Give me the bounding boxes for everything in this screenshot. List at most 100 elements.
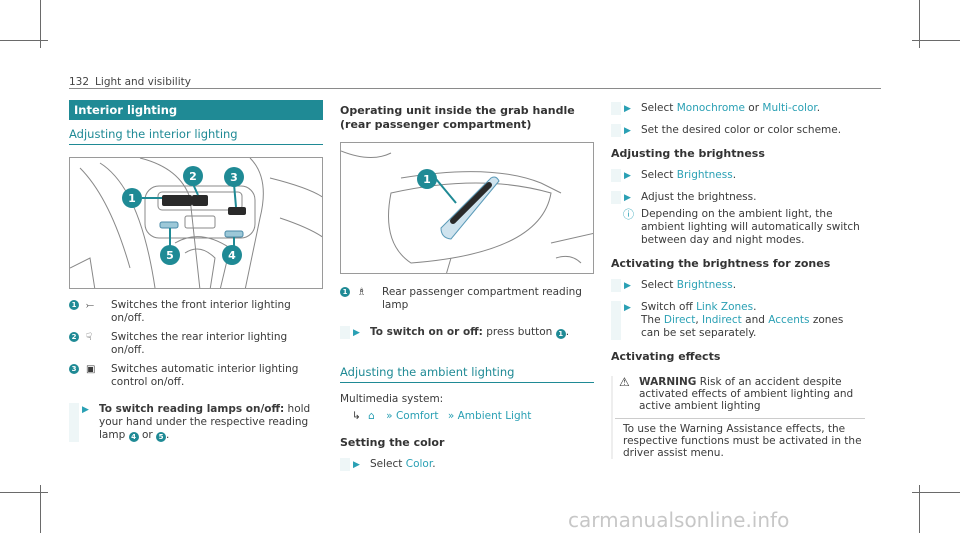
multimedia-label: Multimedia system: — [340, 393, 444, 405]
menu-link-zones[interactable]: Link Zones — [696, 301, 754, 313]
section-heading: Activating effects — [611, 350, 721, 363]
menu-ambient-light[interactable]: Ambient Light — [457, 410, 532, 422]
crop-mark — [912, 40, 960, 41]
svg-text:4: 4 — [228, 249, 236, 262]
page-header: 132 Light and visibility — [69, 76, 191, 88]
menu-multi-color[interactable]: Multi-color — [762, 102, 817, 114]
section-title: Light and visibility — [95, 76, 191, 88]
section-heading: Setting the color — [340, 436, 445, 449]
step-arrow-icon: ▶ — [82, 405, 89, 415]
subsection-title: Adjusting the ambient lighting — [340, 365, 594, 383]
warning-body: To use the Warning Assistance effects, t… — [615, 418, 865, 459]
svg-text:3: 3 — [230, 171, 238, 184]
ref-number: 4 — [128, 432, 139, 442]
home-icon[interactable]: ⌂ — [368, 410, 375, 422]
zone-indirect[interactable]: Indirect — [702, 314, 742, 326]
legend-text: Switches the front interior lighting on/… — [111, 299, 291, 324]
menu-color[interactable]: Color — [405, 458, 433, 470]
legend-list: 1 ⤚ Switches the front interior lighting… — [69, 299, 323, 389]
step-arrow-icon: ▶ — [624, 281, 631, 291]
instruction-step: ▶ To switch reading lamps on/off: hold y… — [69, 403, 323, 442]
instruction-step: ▶ To switch on or off: press button 1. — [340, 326, 594, 339]
menu-comfort[interactable]: Comfort — [395, 410, 439, 422]
menu-path: ↳ ⌂ » Comfort » Ambient Light — [340, 410, 594, 422]
step-arrow-icon: ▶ — [624, 193, 631, 203]
subsection-title: Adjusting the interior lighting — [69, 127, 323, 145]
section-heading: Operating unit inside the grab handle (r… — [340, 104, 575, 131]
callout-4: 4 — [222, 245, 242, 265]
instruction-step: ▶ Set the desired color or color scheme. — [611, 124, 865, 137]
grab-handle-drawing: 1 — [341, 150, 593, 273]
zone-accents[interactable]: Accents — [768, 314, 810, 326]
instruction-step: ▶ Select Monochrome or Multi-color. — [611, 102, 865, 115]
instruction-step: ▶ Select Color. — [340, 458, 594, 471]
step-arrow-icon: ▶ — [624, 171, 631, 181]
crop-mark — [40, 485, 41, 533]
crop-mark — [40, 0, 41, 48]
column-1: Interior lighting Adjusting the interior… — [69, 100, 323, 442]
ref-number: 5 — [156, 432, 167, 442]
step-arrow-icon: ▶ — [353, 328, 360, 338]
legend-item: 1 ♗ Rear passenger compartment reading l… — [340, 286, 594, 312]
legend-text: Switches automatic interior lighting con… — [111, 363, 299, 388]
svg-text:5: 5 — [166, 249, 174, 262]
step-bold: To switch reading lamps on/off: — [99, 403, 285, 415]
svg-text:1: 1 — [128, 192, 136, 205]
legend-number: 1 — [69, 300, 79, 310]
page-number: 132 — [69, 76, 90, 88]
section-banner: Interior lighting — [69, 100, 323, 120]
path-separator-icon: » — [386, 410, 393, 422]
warning-label: WARNING — [639, 376, 697, 388]
warning-box: ⚠ WARNING Risk of an accident despite ac… — [611, 376, 865, 459]
front-light-icon: ⤚ — [86, 300, 94, 311]
instruction-step: ▶ Select Brightness. — [611, 169, 865, 182]
svg-text:2: 2 — [189, 170, 197, 183]
legend-number: 3 — [69, 364, 79, 374]
crop-mark — [919, 0, 920, 48]
section-heading: Adjusting the brightness — [611, 147, 765, 160]
svg-text:1: 1 — [423, 173, 431, 186]
legend-text: Switches the rear interior lighting on/o… — [111, 331, 288, 356]
callout-1: 1 — [122, 188, 142, 208]
legend-number: 2 — [69, 332, 79, 342]
legend-number: 1 — [340, 287, 350, 297]
callout-2: 2 — [183, 166, 203, 186]
warning-icon: ⚠ — [619, 375, 630, 389]
legend-item: 2 ☟ Switches the rear interior lighting … — [69, 331, 323, 357]
menu-brightness[interactable]: Brightness — [676, 169, 733, 181]
instruction-step: ▶ Adjust the brightness. — [611, 191, 865, 204]
step-arrow-icon: ▶ — [624, 104, 631, 114]
instruction-step: ▶ Select Brightness. — [611, 279, 865, 292]
section-heading: Activating the brightness for zones — [611, 257, 831, 270]
step-arrow-icon: ▶ — [624, 303, 631, 313]
reading-lamp-icon: ♗ — [357, 287, 366, 298]
overhead-control-drawing: 1 2 3 4 5 — [70, 158, 322, 288]
info-icon: ⓘ — [623, 208, 634, 221]
grab-handle-illustration: 1 — [340, 142, 594, 274]
legend-item: 1 ⤚ Switches the front interior lighting… — [69, 299, 323, 325]
watermark: carmanualsonline.info — [568, 508, 790, 532]
instruction-step: ▶ Switch off Link Zones. The Direct, Ind… — [611, 301, 865, 340]
crop-mark — [919, 485, 920, 533]
legend-text: Rear passenger compartment reading lamp — [382, 286, 582, 311]
crop-mark — [0, 40, 48, 41]
step-arrow-icon: ▶ — [353, 460, 360, 470]
column-3: ▶ Select Monochrome or Multi-color. ▶ Se… — [611, 100, 865, 459]
column-2: Operating unit inside the grab handle (r… — [340, 100, 594, 471]
info-note: ⓘ Depending on the ambient light, the am… — [623, 208, 860, 246]
header-rule — [69, 88, 881, 89]
menu-brightness[interactable]: Brightness — [676, 279, 733, 291]
step-arrow-icon: ▶ — [624, 126, 631, 136]
auto-light-icon: ▣ — [86, 364, 96, 375]
legend-item: 3 ▣ Switches automatic interior lighting… — [69, 363, 323, 389]
overhead-control-illustration: 1 2 3 4 5 — [69, 157, 323, 289]
crop-mark — [912, 492, 960, 493]
zone-direct[interactable]: Direct — [663, 314, 696, 326]
callout-1: 1 — [417, 169, 437, 189]
callout-3: 3 — [224, 167, 244, 187]
path-arrow-icon: ↳ — [352, 410, 361, 422]
menu-monochrome[interactable]: Monochrome — [676, 102, 745, 114]
ref-number: 1 — [555, 329, 566, 339]
step-bold: To switch on or off: — [370, 326, 483, 338]
callout-5: 5 — [160, 245, 180, 265]
